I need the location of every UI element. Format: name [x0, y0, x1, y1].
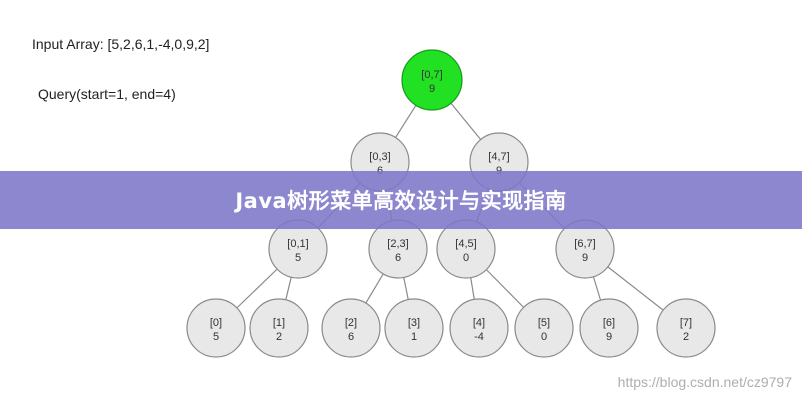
node-value-label: 9 [582, 252, 588, 264]
node-range-label: [1] [273, 317, 285, 329]
node-circle [656, 298, 716, 358]
node-circle [401, 49, 463, 111]
tree-node-l7: [7]2 [656, 298, 716, 358]
tree-node-l0: [0]5 [186, 298, 246, 358]
tree-edge [592, 276, 602, 301]
node-value-label: 2 [276, 331, 282, 343]
tree-edge [285, 277, 292, 300]
node-circle [449, 298, 509, 358]
tree-node-l1: [1]2 [249, 298, 309, 358]
tree-node-l6: [6]9 [579, 298, 639, 358]
tree-edge [470, 277, 475, 300]
node-value-label: 6 [348, 331, 354, 343]
tree-edge [403, 277, 409, 300]
node-value-label: 6 [395, 252, 401, 264]
node-value-label: 9 [606, 331, 612, 343]
node-value-label: -4 [474, 331, 484, 343]
node-circle [186, 298, 246, 358]
node-range-label: [7] [680, 317, 692, 329]
node-circle [249, 298, 309, 358]
node-range-label: [4,5] [455, 238, 476, 250]
node-value-label: 5 [213, 331, 219, 343]
tree-edge [450, 102, 482, 140]
tree-node-l3: [3]1 [384, 298, 444, 358]
tree-edge [236, 268, 278, 309]
tree-node-n67: [6,7] 9 [555, 219, 615, 279]
node-range-label: [6,7] [574, 238, 595, 250]
tree-node-l2: [2]6 [321, 298, 381, 358]
tree-node-n23: [2,3] 6 [368, 219, 428, 279]
node-circle [579, 298, 639, 358]
tree-edge [365, 273, 384, 304]
node-range-label: [0,1] [287, 238, 308, 250]
node-value-label: 2 [683, 331, 689, 343]
tree-node-l5: [5]0 [514, 298, 574, 358]
title-banner: Java树形菜单高效设计与实现指南 [0, 171, 802, 229]
node-range-label: [4] [473, 317, 485, 329]
node-value-label: 9 [429, 83, 435, 95]
node-range-label: [2,3] [387, 238, 408, 250]
node-value-label: 1 [411, 331, 417, 343]
tree-edge [395, 105, 417, 138]
node-value-label: 0 [541, 331, 547, 343]
node-range-label: [4,7] [488, 151, 509, 163]
tree-node-l4: [4]-4 [449, 298, 509, 358]
node-value-label: 0 [463, 252, 469, 264]
node-circle [514, 298, 574, 358]
tree-edge [485, 269, 525, 308]
query-label: Query(start=1, end=4) [38, 86, 176, 102]
node-range-label: [5] [538, 317, 550, 329]
node-circle [384, 298, 444, 358]
tree-node-n07: [0,7] 9 [401, 49, 463, 111]
node-range-label: [2] [345, 317, 357, 329]
node-range-label: [0,7] [421, 69, 442, 81]
node-range-label: [3] [408, 317, 420, 329]
watermark-text: https://blog.csdn.net/cz9797 [617, 374, 792, 390]
node-circle [321, 298, 381, 358]
node-range-label: [0,3] [369, 151, 390, 163]
node-range-label: [0] [210, 317, 222, 329]
input-array-label: Input Array: [5,2,6,1,-4,0,9,2] [32, 36, 210, 52]
node-value-label: 5 [295, 252, 301, 264]
banner-title: Java树形菜单高效设计与实现指南 [235, 189, 567, 213]
node-range-label: [6] [603, 317, 615, 329]
tree-edge [607, 266, 664, 311]
